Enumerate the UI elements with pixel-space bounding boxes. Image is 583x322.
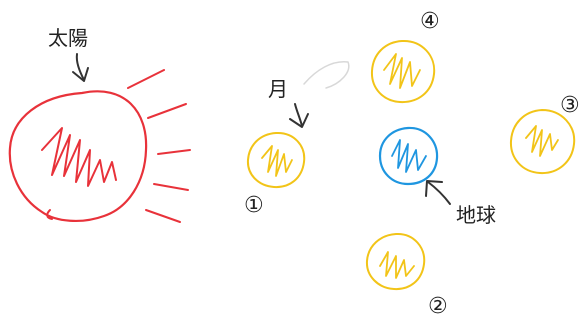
position-number-1: ① — [244, 193, 264, 218]
moon-4-scribble — [383, 53, 421, 89]
moon-position-2 — [365, 232, 426, 291]
moon-3-scribble — [525, 125, 559, 157]
sun-label: 太陽 — [48, 26, 88, 50]
moon-1-scribble — [261, 145, 293, 177]
position-number-4: ④ — [420, 9, 440, 34]
moon-2-circle — [365, 232, 426, 291]
earth-label: 地球 — [456, 203, 496, 227]
moon-position-1 — [246, 131, 306, 189]
sun-flame-tail — [46, 209, 53, 220]
sun-scribble — [41, 127, 117, 187]
earth — [378, 126, 439, 186]
sun-label-arrowhead — [72, 67, 89, 82]
position-number-2: ② — [428, 294, 448, 319]
moon-1-circle — [246, 131, 306, 189]
sun-ray-5 — [145, 209, 181, 223]
eraser-smudge — [303, 61, 350, 89]
moon-position-3 — [509, 109, 576, 175]
moon-label-arrowhead — [289, 113, 309, 128]
earth-scribble — [391, 139, 427, 173]
moon-2-scribble — [379, 251, 415, 279]
sun — [8, 69, 191, 223]
earth-label-arrow — [427, 181, 451, 205]
earth-label-arrowhead — [425, 180, 443, 197]
moon-4-circle — [370, 39, 436, 104]
sun-ray-3 — [157, 149, 191, 155]
moon-position-4 — [370, 39, 436, 104]
position-number-3: ③ — [560, 93, 580, 118]
moon-label: 月 — [268, 77, 288, 101]
sun-circle — [8, 90, 148, 223]
earth-circle — [378, 126, 439, 186]
sun-label-arrow — [75, 53, 85, 81]
moon-label-arrow — [294, 103, 303, 127]
sun-ray-4 — [153, 183, 189, 191]
sun-ray-1 — [127, 69, 165, 89]
sun-ray-2 — [147, 103, 187, 119]
moon-3-circle — [509, 109, 576, 175]
